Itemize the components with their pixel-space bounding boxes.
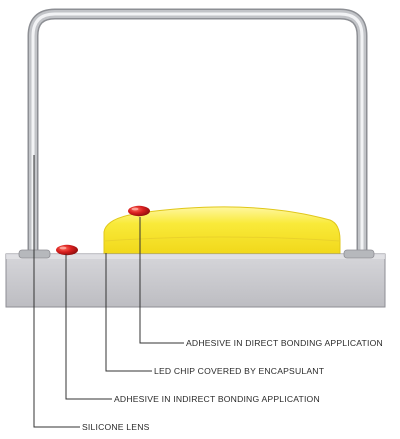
leader-line-led-chip (105, 253, 152, 372)
led-encapsulant-dome (103, 206, 341, 255)
substrate (5, 253, 386, 308)
silicone-lens (27, 8, 368, 252)
adhesive-dot-direct (128, 205, 150, 217)
leader-line-silicone-lens (33, 155, 80, 428)
label-adhesive-indirect-bonding: ADHESIVE IN INDIRECT BONDING APPLICATION (114, 394, 320, 404)
leader-line-direct-bonding (139, 217, 184, 344)
leader-line-indirect-bonding (65, 254, 112, 400)
label-adhesive-direct-bonding: ADHESIVE IN DIRECT BONDING APPLICATION (186, 338, 383, 348)
label-silicone-lens: SILICONE LENS (82, 422, 150, 432)
adhesive-dot-indirect (56, 244, 78, 256)
label-led-chip-encapsulant: LED CHIP COVERED BY ENCAPSULANT (154, 366, 325, 376)
